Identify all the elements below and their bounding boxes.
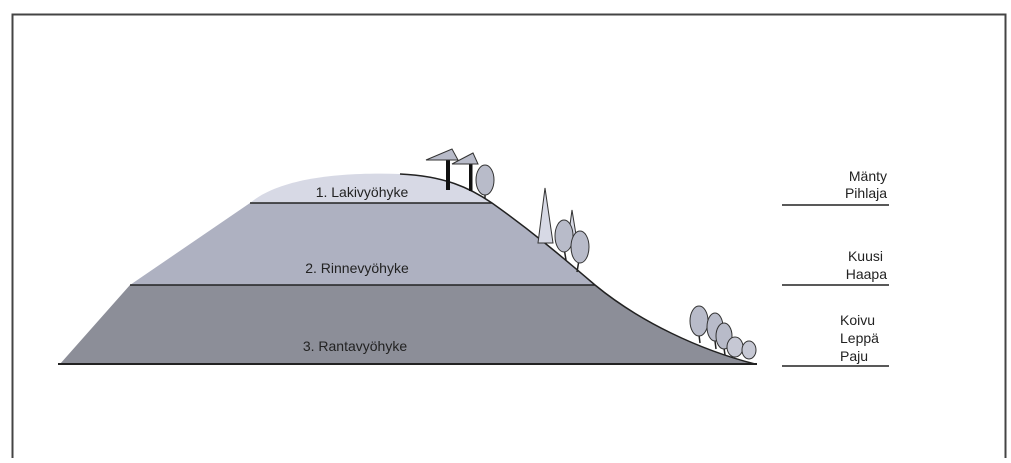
- species-label: Haapa: [846, 266, 887, 282]
- willow-tree-icon: [742, 341, 756, 359]
- species-legend-base: Koivu Leppä Paju: [782, 312, 889, 366]
- zone-label-top: 1. Lakivyöhyke: [316, 184, 409, 200]
- base-zone-area: [60, 285, 755, 364]
- species-label: Paju: [840, 348, 868, 364]
- species-label: Koivu: [840, 312, 875, 328]
- zone-label-base: 3. Rantavyöhyke: [303, 338, 407, 354]
- aspen-tree-icon: [571, 231, 589, 272]
- birch-tree-icon: [690, 306, 708, 343]
- species-label: Pihlaja: [845, 185, 887, 201]
- species-label: Kuusi: [848, 248, 883, 264]
- species-legend-middle: Kuusi Haapa: [782, 248, 889, 285]
- species-label: Mänty: [849, 168, 887, 184]
- rowan-tree-icon: [476, 165, 494, 198]
- zone-label-middle: 2. Rinnevyöhyke: [305, 260, 409, 276]
- willow-tree-icon: [727, 337, 743, 357]
- spruce-tree-icon: [538, 188, 553, 243]
- species-label: Leppä: [840, 330, 879, 346]
- species-legend-top: Mänty Pihlaja: [782, 168, 889, 205]
